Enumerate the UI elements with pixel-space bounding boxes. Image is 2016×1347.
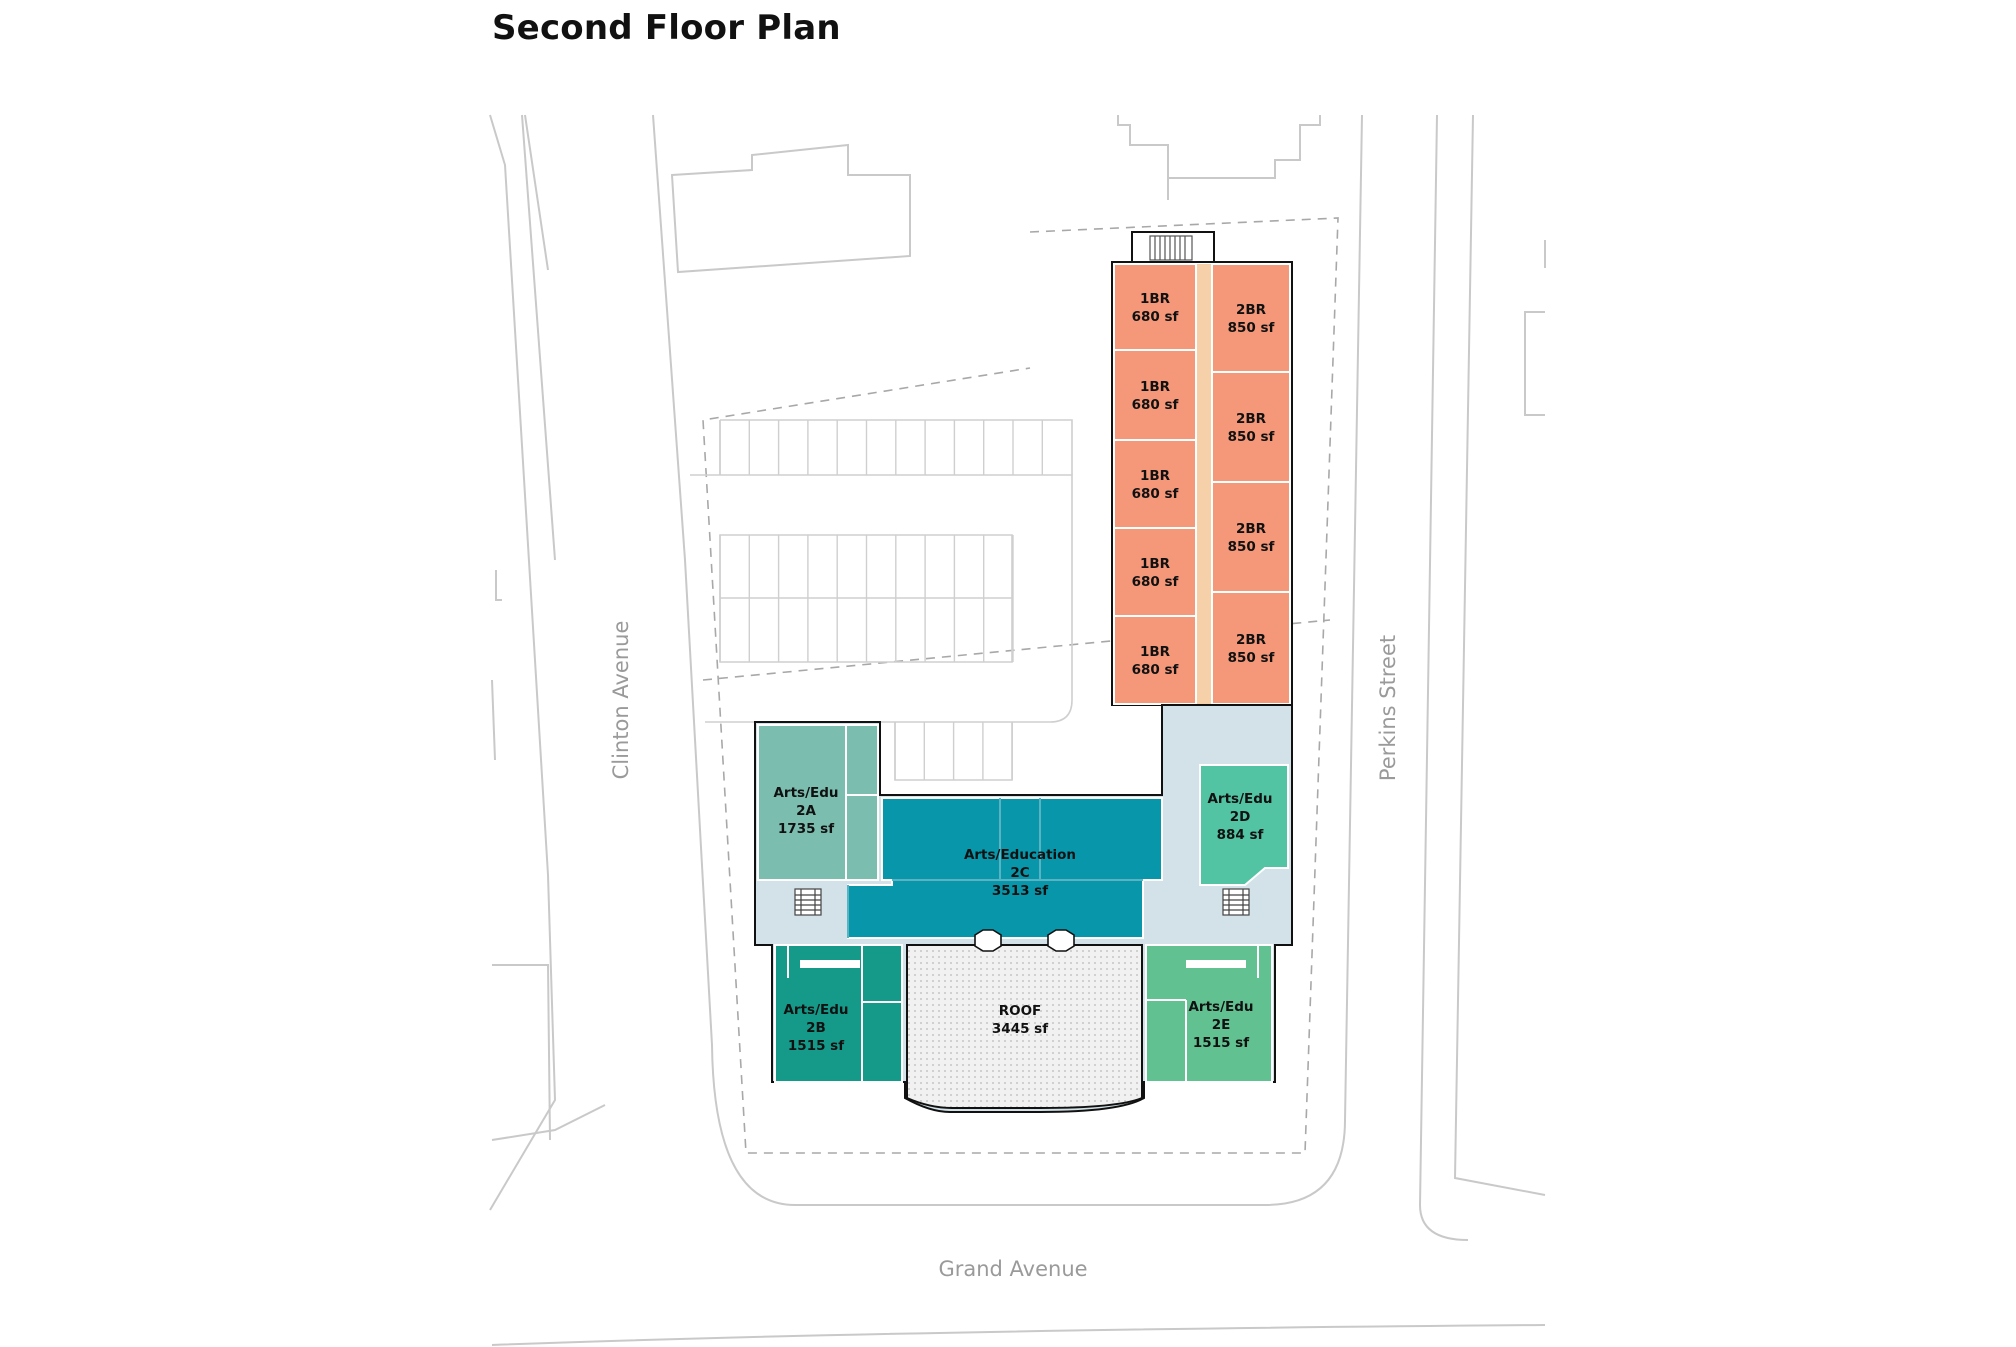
site-context bbox=[489, 114, 1546, 1346]
unit-1br-label-line: 1BR bbox=[1140, 468, 1171, 484]
unit-2br-label-line: 2BR bbox=[1236, 632, 1267, 648]
unit-arts-2e[interactable] bbox=[1145, 944, 1273, 1083]
unit-arts-2b-label-line: Arts/Edu bbox=[783, 1002, 848, 1018]
unit-arts-2b-label-line: 1515 sf bbox=[788, 1038, 844, 1054]
unit-1br-label-line: 1BR bbox=[1140, 644, 1171, 660]
unit-1br-label-line: 1BR bbox=[1140, 379, 1171, 395]
unit-arts-2c-label-line: Arts/Education bbox=[964, 847, 1076, 863]
unit-2br-label-line: 850 sf bbox=[1228, 650, 1275, 666]
unit-arts-2d[interactable] bbox=[1199, 764, 1289, 886]
unit-arts-2d-label-line: Arts/Edu bbox=[1207, 791, 1272, 807]
unit-1br-label-line: 680 sf bbox=[1132, 662, 1179, 678]
unit-1br-label-line: 1BR bbox=[1140, 291, 1171, 307]
roof-hatch-icon bbox=[974, 929, 1075, 952]
unit-arts-2c[interactable] bbox=[847, 797, 1163, 939]
unit-2br-label-line: 850 sf bbox=[1228, 320, 1275, 336]
roof-area bbox=[906, 944, 1143, 1109]
unit-1br-label-line: 680 sf bbox=[1132, 397, 1179, 413]
unit-2br[interactable] bbox=[1211, 481, 1291, 593]
unit-arts-2b-label-line: 2B bbox=[806, 1020, 826, 1036]
unit-arts-2e-label-line: Arts/Edu bbox=[1188, 999, 1253, 1015]
roof-label-line: ROOF bbox=[999, 1003, 1042, 1019]
stair-icon bbox=[794, 888, 1250, 916]
corridor bbox=[1196, 264, 1212, 704]
unit-arts-2c-label-line: 2C bbox=[1010, 865, 1029, 881]
unit-arts-2d-label-line: 884 sf bbox=[1217, 827, 1264, 843]
unit-arts-2a-label-line: 2A bbox=[796, 803, 816, 819]
unit-2br-label-line: 2BR bbox=[1236, 302, 1267, 318]
unit-1br[interactable] bbox=[1113, 263, 1197, 351]
stair-icon bbox=[1149, 235, 1193, 261]
unit-arts-2b[interactable] bbox=[774, 944, 903, 1083]
roof-label-line: 3445 sf bbox=[992, 1021, 1048, 1037]
unit-1br-label-line: 680 sf bbox=[1132, 574, 1179, 590]
unit-2br-label-line: 850 sf bbox=[1228, 539, 1275, 555]
street-label-clinton: Clinton Avenue bbox=[609, 621, 633, 780]
unit-2br-label-line: 2BR bbox=[1236, 521, 1267, 537]
street-label-grand: Grand Avenue bbox=[938, 1257, 1087, 1281]
unit-2br[interactable] bbox=[1211, 371, 1291, 483]
unit-arts-2a-label-line: 1735 sf bbox=[778, 821, 834, 837]
unit-1br[interactable] bbox=[1113, 527, 1197, 617]
unit-arts-2c-label-line: 3513 sf bbox=[992, 883, 1048, 899]
unit-arts-2a-label-line: Arts/Edu bbox=[773, 785, 838, 801]
unit-1br-label-line: 680 sf bbox=[1132, 309, 1179, 325]
page-title: Second Floor Plan bbox=[492, 8, 841, 48]
property-line bbox=[702, 217, 1339, 1154]
street-label-perkins: Perkins Street bbox=[1376, 635, 1400, 781]
unit-arts-2d-label-line: 2D bbox=[1230, 809, 1251, 825]
unit-2br[interactable] bbox=[1211, 591, 1291, 705]
unit-1br[interactable] bbox=[1113, 615, 1197, 705]
unit-arts-2a[interactable] bbox=[757, 724, 847, 881]
unit-2br[interactable] bbox=[1211, 263, 1291, 373]
unit-1br-label-line: 680 sf bbox=[1132, 486, 1179, 502]
unit-1br[interactable] bbox=[1113, 439, 1197, 529]
unit-1br[interactable] bbox=[1113, 349, 1197, 441]
unit-2br-label-line: 2BR bbox=[1236, 411, 1267, 427]
unit-2br-label-line: 850 sf bbox=[1228, 429, 1275, 445]
unit-1br-label-line: 1BR bbox=[1140, 556, 1171, 572]
parking-stalls bbox=[719, 420, 1044, 780]
unit-arts-2e-label-line: 1515 sf bbox=[1193, 1035, 1249, 1051]
unit-arts-2e-label-line: 2E bbox=[1212, 1017, 1231, 1033]
